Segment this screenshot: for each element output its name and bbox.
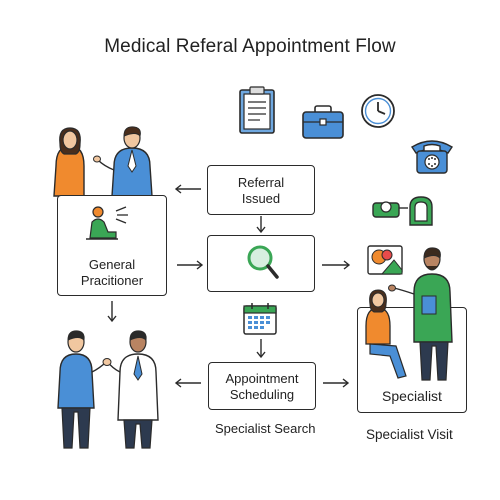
photo-icon xyxy=(367,245,403,275)
clipboard-icon xyxy=(239,86,275,134)
patient-icon xyxy=(86,206,118,240)
arrow-gp-to-handshake xyxy=(107,301,117,323)
briefcase-icon xyxy=(302,105,344,139)
arrow-search-to-specialist xyxy=(322,260,351,270)
referral-label-line2: Issued xyxy=(241,191,281,206)
arrow-referral-to-gp xyxy=(174,184,201,194)
referral-label-line1: Referral xyxy=(237,175,285,190)
diagram-title: Medical Referal Appointment Flow xyxy=(104,36,396,57)
arrow-gp-to-search xyxy=(177,260,204,270)
magnifier-icon xyxy=(247,245,279,279)
caption-specialist-search: Specialist Search xyxy=(215,421,316,436)
family-illustration xyxy=(53,126,153,197)
specialist-visit-illustration xyxy=(365,247,453,381)
telephone-icon xyxy=(411,140,453,174)
appointment-label-line2: Scheduling xyxy=(229,387,295,402)
sound-wave-icon xyxy=(115,206,128,224)
caption-specialist-visit: Specialist Visit xyxy=(366,427,453,442)
calendar-icon xyxy=(243,303,277,335)
node-referral-issued: Referral Issued xyxy=(207,165,315,215)
handshake-illustration xyxy=(57,330,159,449)
gp-label-line1: General xyxy=(88,257,136,272)
node-general-practitioner: General Pracitioner xyxy=(57,195,167,296)
arrow-calendar-to-appointment xyxy=(256,339,266,359)
medical-equipment-icon xyxy=(372,196,433,226)
node-specialist-search xyxy=(207,235,315,292)
clock-icon xyxy=(361,94,395,128)
arrow-appointment-to-handshake xyxy=(174,378,201,388)
appointment-label-line1: Appointment xyxy=(225,371,299,386)
node-appointment-scheduling: Appointment Scheduling xyxy=(208,362,316,410)
gp-label-line2: Pracitioner xyxy=(80,273,144,288)
specialist-label: Specialist xyxy=(382,388,442,404)
arrow-referral-to-search xyxy=(256,216,266,234)
arrow-appointment-to-specialist xyxy=(323,378,350,388)
